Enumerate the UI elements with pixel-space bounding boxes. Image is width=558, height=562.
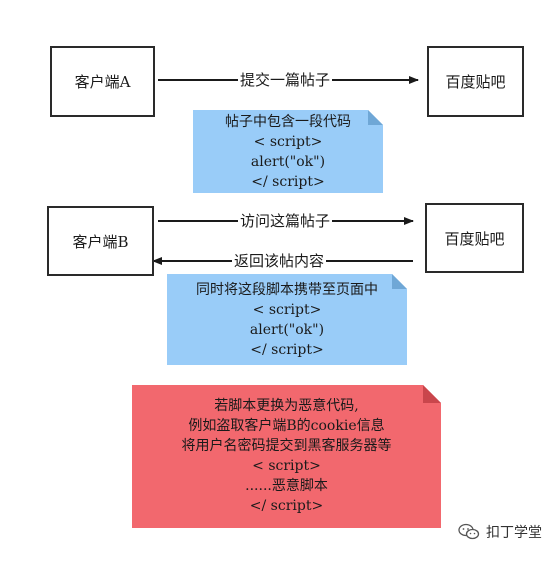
note-malicious-line: </ script> [249, 498, 324, 514]
note-post-code-shape [193, 110, 383, 193]
note-page-code: 同时将这段脚本携带至页面中 < script> alert("ok") </ s… [167, 280, 407, 360]
note-malicious-line: 若脚本更换为恶意代码, [214, 398, 359, 414]
note-page-code-line: alert("ok") [249, 322, 325, 338]
edge-label-visit-post: 访问这篇帖子 [238, 212, 333, 230]
note-page-code-shape [167, 274, 407, 365]
note-page-code-line: < script> [252, 302, 322, 318]
note-page-code-fold [392, 274, 407, 289]
note-malicious: 若脚本更换为恶意代码, 例如盗取客户端B的cookie信息 将用户名密码提交到黑… [132, 396, 441, 516]
note-page-code-line: 同时将这段脚本携带至页面中 [196, 282, 378, 298]
note-post-code-line: 帖子中包含一段代码 [225, 114, 351, 130]
note-malicious-line: < script> [252, 458, 321, 474]
note-malicious-shape [132, 385, 441, 528]
node-baidu-tieba-top: 百度贴吧 [427, 46, 524, 117]
note-malicious-line: 将用户名密码提交到黑客服务器等 [181, 438, 392, 454]
edge-label-submit-post: 提交一篇帖子 [238, 71, 333, 89]
note-post-code-line: alert("ok") [250, 154, 326, 170]
note-malicious-line: ......恶意脚本 [245, 478, 328, 494]
watermark-text: 扣丁学堂 [486, 525, 542, 541]
node-baidu-tieba-bottom-label: 百度贴吧 [444, 229, 505, 248]
edge-label-return-content: 返回该帖内容 [232, 252, 327, 270]
note-post-code-line: </ script> [251, 174, 325, 190]
note-post-code: 帖子中包含一段代码 < script> alert("ok") </ scrip… [193, 112, 383, 192]
node-baidu-tieba-bottom: 百度贴吧 [425, 203, 524, 273]
node-client-b-label: 客户端B [72, 232, 129, 251]
node-baidu-tieba-top-label: 百度贴吧 [445, 73, 506, 91]
node-client-b: 客户端B [47, 206, 154, 276]
note-page-code-line: </ script> [250, 342, 324, 358]
note-malicious-line: 例如盗取客户端B的cookie信息 [188, 418, 385, 434]
wechat-icon [458, 523, 480, 540]
watermark: 扣丁学堂 [458, 522, 542, 542]
note-post-code-line: < script> [253, 134, 323, 150]
note-malicious-fold [423, 385, 441, 403]
note-post-code-fold [368, 110, 383, 125]
node-client-a: 客户端A [50, 46, 155, 117]
node-client-a-label: 客户端A [74, 73, 131, 91]
